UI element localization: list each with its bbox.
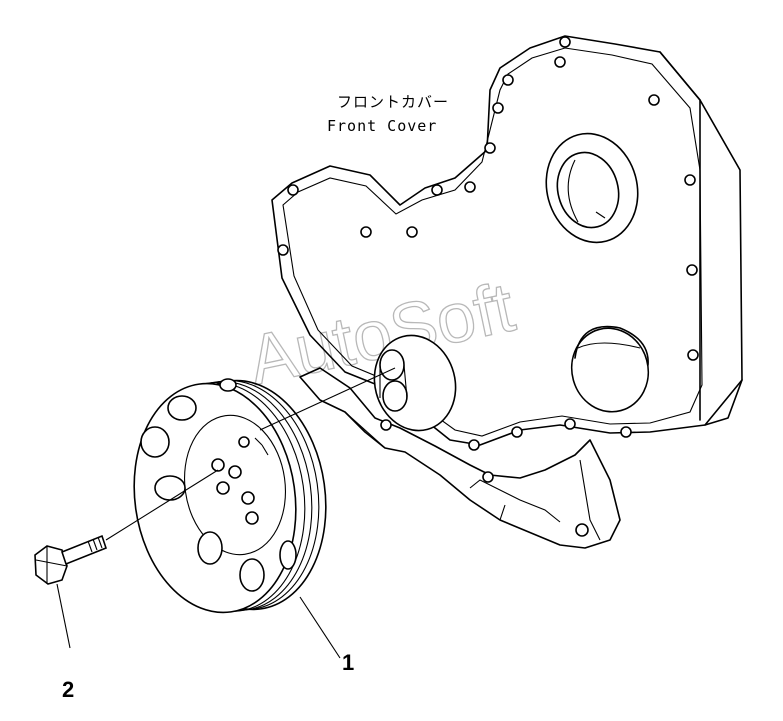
pulley: [133, 378, 327, 614]
assembly-lines: [105, 367, 396, 541]
leader-line-2: [56, 583, 71, 649]
seal-bore: [545, 132, 639, 244]
front-cover-label-en: Front Cover: [327, 117, 437, 135]
bolt: [34, 534, 107, 585]
lower-cap: [570, 325, 650, 413]
leader-line-1: [299, 596, 341, 659]
callout-1: 1: [342, 650, 354, 675]
front-cover: [271, 35, 743, 549]
mounting-bracket: [299, 367, 621, 549]
cover-bolt-holes: [277, 36, 699, 451]
front-cover-label-jp: フロントカバー: [337, 93, 449, 111]
callout-2: 2: [62, 677, 74, 702]
